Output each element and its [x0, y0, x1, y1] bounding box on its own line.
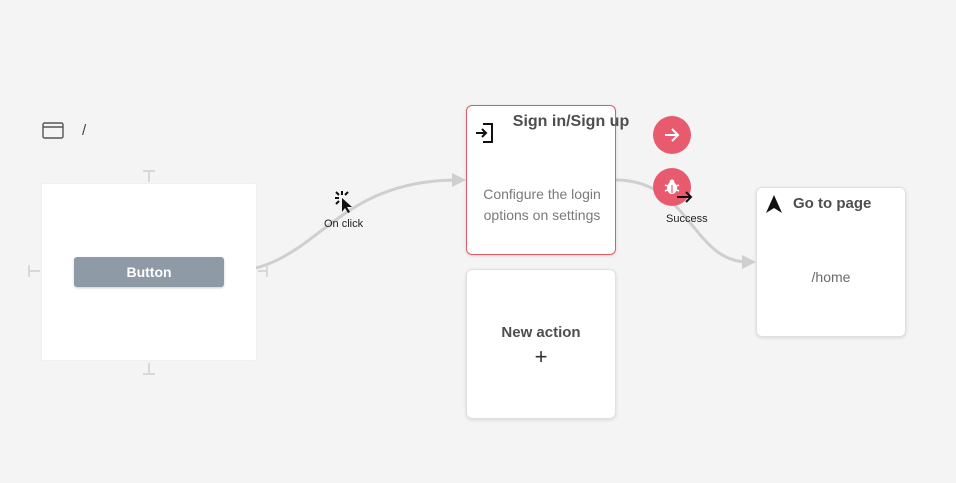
resize-handle-right-cap: [266, 265, 268, 277]
navigation-arrow-icon: [766, 195, 782, 213]
signin-node-description: Configure the login options on settings: [483, 186, 601, 223]
cursor-click-icon[interactable]: [333, 190, 355, 214]
resize-handle-left-cap: [28, 265, 30, 277]
connector-onclick-arrowhead: [452, 173, 466, 187]
new-action-label: New action: [501, 324, 581, 341]
button-component[interactable]: Button: [74, 257, 224, 287]
goto-page-node[interactable]: Go to page /home: [756, 187, 906, 337]
connector-success-arrowhead: [742, 255, 756, 269]
goto-node-title: Go to page: [793, 195, 872, 212]
login-icon: [476, 123, 493, 143]
resize-handle-bottom[interactable]: [148, 363, 150, 375]
new-action-node[interactable]: New action +: [466, 269, 616, 419]
success-label: Success: [666, 213, 708, 225]
signin-action-node[interactable]: Sign in/Sign up Configure the login opti…: [466, 105, 629, 255]
resize-handle-bottom-cap: [143, 373, 155, 375]
on-click-label: On click: [324, 218, 364, 230]
error-path-button[interactable]: [653, 168, 691, 206]
arrow-right-icon: [665, 128, 680, 142]
plus-icon[interactable]: +: [534, 344, 548, 369]
resize-handle-top[interactable]: [148, 170, 150, 182]
page-path: /: [82, 122, 87, 139]
signin-node-title: Sign in/Sign up: [512, 113, 630, 130]
resize-handle-left[interactable]: [28, 270, 40, 272]
resize-handle-right[interactable]: [258, 270, 268, 272]
success-path-button[interactable]: [653, 116, 691, 154]
goto-node-route: /home: [811, 269, 851, 285]
page-header: /: [42, 122, 86, 139]
bug-icon: [664, 179, 680, 194]
browser-window-icon: [42, 122, 64, 139]
resize-handle-top-cap: [143, 170, 155, 172]
success-arrow-icon: [677, 191, 693, 203]
